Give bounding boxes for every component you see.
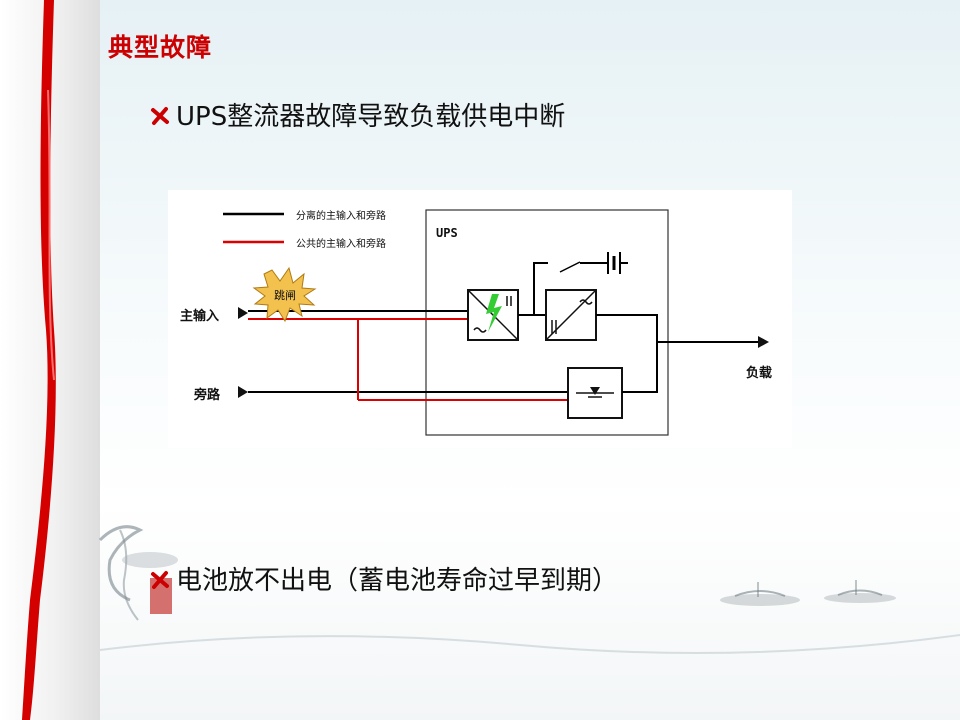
bypass-label: 旁路: [194, 388, 221, 403]
ups-enclosure: [425, 209, 669, 436]
main-input-arrow: [238, 307, 248, 319]
trip-label: 跳闸: [274, 289, 296, 302]
cross-bullet-icon: [151, 570, 169, 589]
cross-bullet-icon: [151, 106, 169, 125]
ups-fault-diagram: 分离的主输入和旁路 公共的主输入和旁路 UPS 跳闸 主输入 旁路 负载: [168, 190, 792, 448]
legend-common-label: 公共的主输入和旁路: [296, 239, 386, 250]
bypass-input-arrow: [238, 386, 248, 398]
bullet-battery-fault: 电池放不出电（蓄电池寿命过早到期）: [150, 560, 618, 597]
ink-landscape-decor: [98, 525, 960, 654]
ups-label: UPS: [436, 226, 458, 240]
bullet-text: UPS整流器故障导致负载供电中断: [176, 102, 566, 132]
bullet-text: 电池放不出电（蓄电池寿命过早到期）: [176, 566, 619, 596]
bullet-rectifier-fault: UPS整流器故障导致负载供电中断: [150, 96, 565, 133]
legend-separate-label: 分离的主输入和旁路: [296, 211, 386, 222]
fault-bolt-icon: [486, 294, 502, 332]
slide-title: 典型故障: [108, 33, 213, 62]
red-brush-stroke: [22, 0, 56, 720]
trip-burst-icon: [252, 266, 317, 323]
main-input-label: 主输入: [180, 309, 220, 324]
load-output-arrow: [758, 336, 769, 348]
load-label: 负载: [746, 366, 773, 381]
